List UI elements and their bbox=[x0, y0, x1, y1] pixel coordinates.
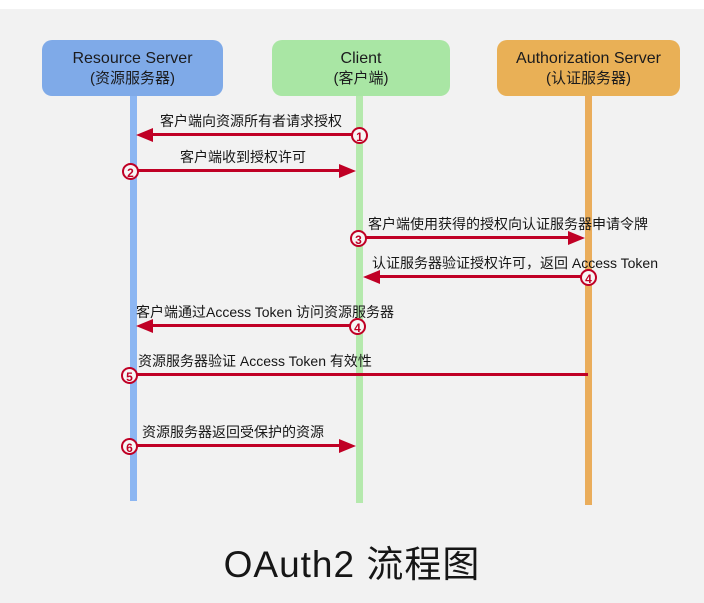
participant-resource-server: Resource Server (资源服务器) bbox=[42, 40, 223, 96]
participant-subtitle: (认证服务器) bbox=[546, 69, 631, 87]
step-number-badge: 5 bbox=[121, 367, 138, 384]
diagram-title: OAuth2 流程图 bbox=[223, 544, 481, 585]
participant-subtitle: (资源服务器) bbox=[90, 69, 175, 87]
arrowhead-left-icon bbox=[363, 270, 380, 284]
message-label: 客户端通过Access Token 访问资源服务器 bbox=[136, 304, 395, 320]
message-arrow bbox=[136, 127, 360, 143]
participant-name: Resource Server bbox=[72, 49, 193, 67]
message-label: 客户端收到授权许可 bbox=[180, 149, 306, 165]
message-label: 资源服务器返回受保护的资源 bbox=[142, 424, 324, 440]
message-label: 客户端向资源所有者请求授权 bbox=[160, 113, 342, 129]
lifeline-client bbox=[356, 96, 363, 503]
arrowhead-right-icon bbox=[339, 164, 356, 178]
participant-name: Authorization Server bbox=[516, 49, 661, 67]
step-number-badge: 3 bbox=[350, 230, 367, 247]
message-arrow bbox=[136, 318, 360, 334]
arrowhead-left-icon bbox=[136, 319, 153, 333]
step-number-badge: 1 bbox=[351, 127, 368, 144]
lifeline-resource-server bbox=[130, 96, 137, 501]
step-number-badge: 4 bbox=[349, 318, 366, 335]
message-arrow bbox=[130, 438, 356, 454]
message-arrow bbox=[130, 163, 356, 179]
participant-name: Client bbox=[340, 49, 382, 67]
message-label: 资源服务器验证 Access Token 有效性 bbox=[138, 353, 372, 369]
lifeline-authorization-server bbox=[585, 96, 592, 505]
step-number-badge: 2 bbox=[122, 163, 139, 180]
participant-client: Client (客户端) bbox=[272, 40, 450, 96]
arrowhead-left-icon bbox=[136, 128, 153, 142]
top-white-strip bbox=[0, 0, 704, 9]
message-arrow bbox=[363, 269, 589, 285]
message-label: 认证服务器验证授权许可，返回 Access Token bbox=[372, 255, 659, 271]
message-label: 客户端使用获得的授权向认证服务器申请令牌 bbox=[368, 216, 648, 232]
step-number-badge: 6 bbox=[121, 438, 138, 455]
arrowhead-right-icon bbox=[568, 231, 585, 245]
message-arrow bbox=[360, 230, 585, 246]
participant-authorization-server: Authorization Server (认证服务器) bbox=[497, 40, 680, 96]
arrowhead-right-icon bbox=[339, 439, 356, 453]
message-line bbox=[130, 367, 588, 383]
participant-subtitle: (客户端) bbox=[333, 69, 389, 87]
step-number-badge: 4 bbox=[580, 269, 597, 286]
